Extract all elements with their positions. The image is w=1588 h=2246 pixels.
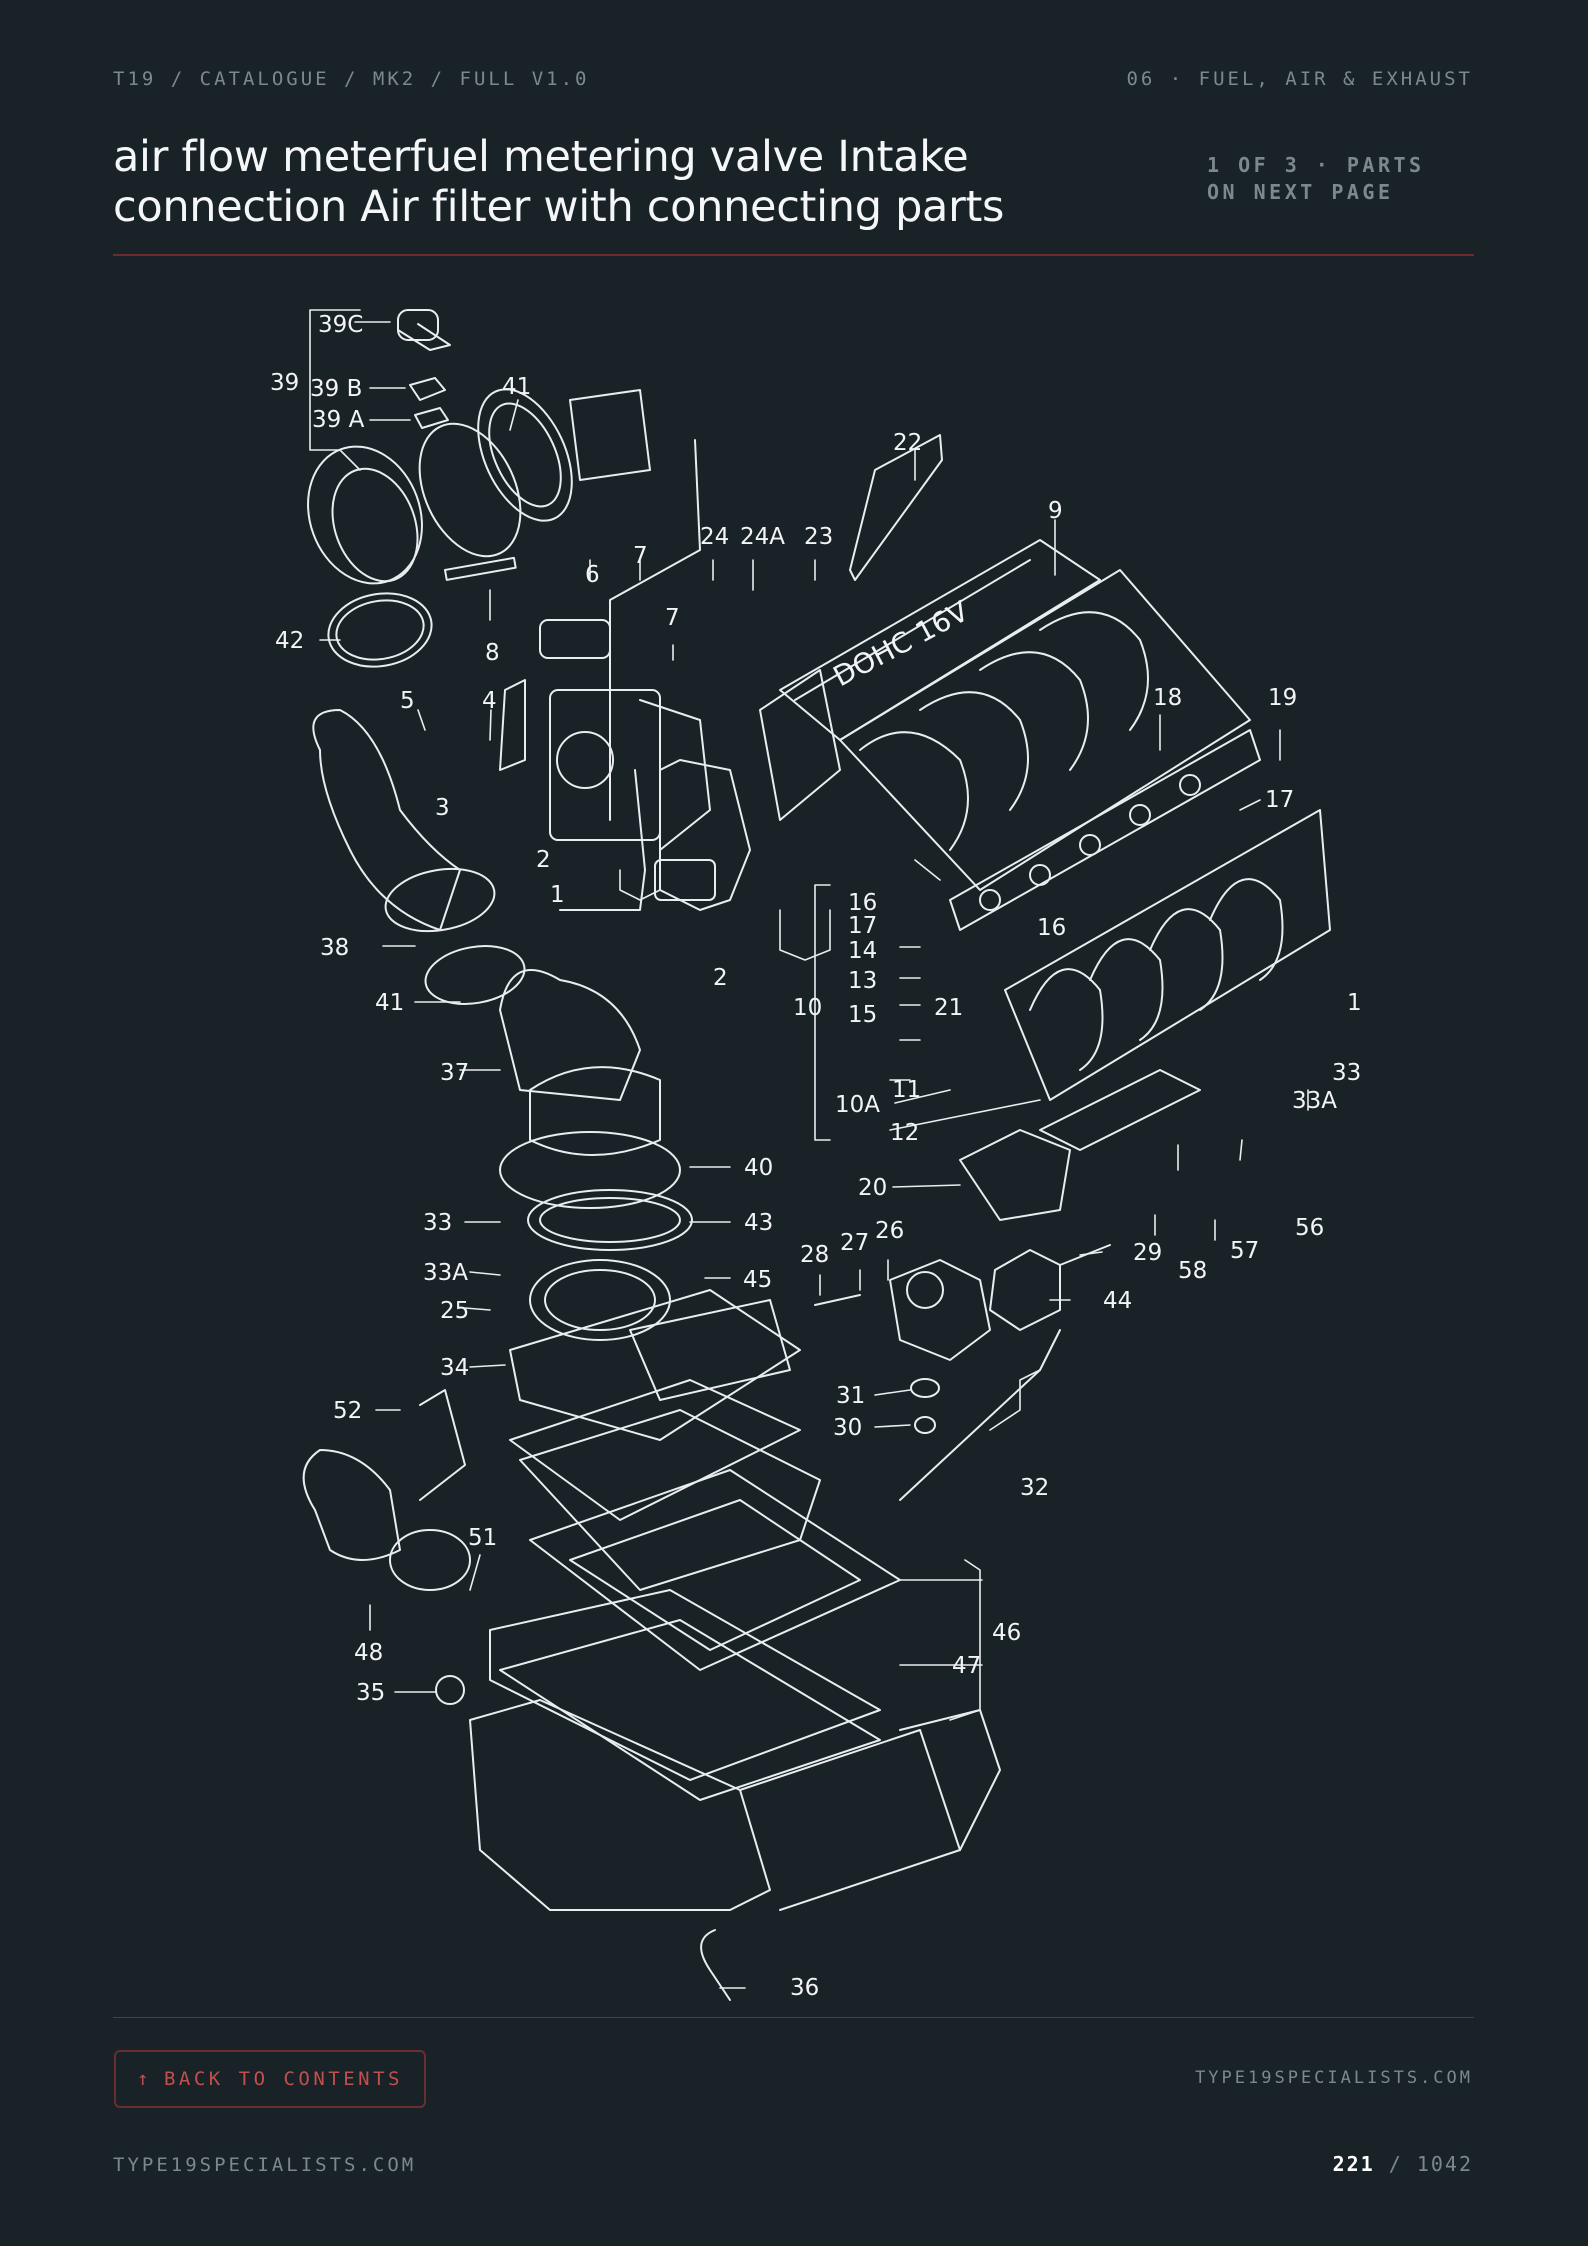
- callout-13: 13: [848, 968, 877, 994]
- callout-39a: 39 A: [312, 407, 365, 433]
- callout-37: 37: [440, 1060, 469, 1086]
- air-flow-meter-group: [307, 309, 701, 821]
- callout-56: 56: [1295, 1215, 1324, 1241]
- callout-39c: 39C: [318, 312, 363, 338]
- callout-28: 28: [800, 1242, 829, 1268]
- header-divider: [113, 254, 1474, 256]
- air-filter-group: [302, 709, 1001, 2001]
- callout-41: 41: [375, 990, 404, 1016]
- callout-16-right: 16: [1037, 915, 1066, 941]
- callout-40: 40: [744, 1155, 773, 1181]
- callout-14: 14: [848, 938, 877, 964]
- callout-6: 6: [585, 562, 600, 588]
- callout-26: 26: [875, 1218, 904, 1244]
- callout-2-a: 2: [536, 847, 551, 873]
- callout-18-top: 18: [1153, 685, 1182, 711]
- callout-30: 30: [833, 1415, 862, 1441]
- callout-10a: 10A: [835, 1092, 880, 1118]
- callout-1-b: 1: [1347, 990, 1362, 1016]
- callout-27: 27: [840, 1230, 869, 1256]
- callout-24a: 24A: [740, 524, 785, 550]
- callout-9: 9: [1048, 498, 1063, 524]
- site-link-right[interactable]: TYPE19SPECIALISTS.COM: [1195, 2068, 1473, 2088]
- footer-divider: [113, 2017, 1474, 2018]
- callout-42: 42: [275, 628, 304, 654]
- callout-33: 33: [423, 1210, 452, 1236]
- callout-17: 17: [848, 913, 877, 939]
- callout-35: 35: [356, 1680, 385, 1706]
- callout-16: 16: [848, 890, 877, 916]
- callout-43: 43: [744, 1210, 773, 1236]
- callout-29: 29: [1133, 1240, 1162, 1266]
- callout-17-right: 17: [1265, 787, 1294, 813]
- callout-45: 45: [743, 1267, 772, 1293]
- callout-51: 51: [468, 1525, 497, 1551]
- callout-24: 24: [700, 524, 729, 550]
- callout-10: 10: [793, 995, 822, 1021]
- page-counter: 221 / 1042: [1333, 2152, 1473, 2176]
- callout-44: 44: [1103, 1288, 1132, 1314]
- page-note: 1 OF 3 · PARTS ON NEXT PAGE: [1207, 153, 1425, 204]
- callout-5: 5: [400, 688, 415, 714]
- callout-41-top: 41: [502, 374, 531, 400]
- callout-58: 58: [1178, 1258, 1207, 1284]
- callout-3: 3: [435, 795, 450, 821]
- callout-47: 47: [952, 1653, 981, 1679]
- callout-33a: 33A: [423, 1260, 468, 1286]
- callout-19: 19: [1268, 685, 1297, 711]
- callout-36: 36: [790, 1975, 819, 2001]
- page-total: 1042: [1416, 2152, 1473, 2176]
- callout-labels: 39C 39 39 B 39 A 41 22 9 24 24A 23 6 7 8…: [270, 312, 1362, 2001]
- callout-33-right: 33: [1332, 1060, 1361, 1086]
- callout-7-a: 7: [633, 543, 648, 569]
- callout-32: 32: [1020, 1475, 1049, 1501]
- page-title: air flow meterfuel metering valve Intake…: [113, 132, 1005, 232]
- breadcrumb: T19 / CATALOGUE / MK2 / FULL V1.0: [113, 68, 590, 90]
- callout-46: 46: [992, 1620, 1021, 1646]
- callout-21: 21: [934, 995, 963, 1021]
- throttle-body-group: [499, 619, 751, 911]
- callout-39: 39: [270, 370, 299, 396]
- callout-57: 57: [1230, 1238, 1259, 1264]
- callout-11: 11: [892, 1077, 921, 1103]
- callout-25: 25: [440, 1298, 469, 1324]
- page-current: 221: [1332, 2152, 1375, 2176]
- callout-1-a: 1: [550, 882, 565, 908]
- intake-manifold-group: [759, 539, 1331, 1221]
- diagram-svg: 39C 39 39 B 39 A 41 22 9 24 24A 23 6 7 8…: [270, 309, 1362, 2001]
- callout-8: 8: [485, 640, 500, 666]
- callout-23: 23: [804, 524, 833, 550]
- callout-7-b: 7: [665, 605, 680, 631]
- back-to-contents-button[interactable]: ↑ BACK TO CONTENTS: [114, 2050, 426, 2108]
- callout-22: 22: [893, 430, 922, 456]
- back-to-contents-label: BACK TO CONTENTS: [163, 2068, 403, 2090]
- callout-52: 52: [333, 1398, 362, 1424]
- callout-15: 15: [848, 1002, 877, 1028]
- callout-31: 31: [836, 1383, 865, 1409]
- page-separator: /: [1388, 2152, 1403, 2176]
- callout-12: 12: [890, 1120, 919, 1146]
- callout-20: 20: [858, 1175, 887, 1201]
- callout-33a-right: 33A: [1292, 1088, 1337, 1114]
- callout-48: 48: [354, 1640, 383, 1666]
- callout-38: 38: [320, 935, 349, 961]
- section-label: 06 · FUEL, AIR & EXHAUST: [1126, 68, 1473, 90]
- arrow-up-icon: ↑: [137, 2068, 152, 2090]
- site-link-left[interactable]: TYPE19SPECIALISTS.COM: [113, 2154, 417, 2176]
- exploded-parts-diagram: 39C 39 39 B 39 A 41 22 9 24 24A 23 6 7 8…: [260, 290, 1370, 2022]
- callout-39b: 39 B: [310, 376, 362, 402]
- callout-2-b: 2: [713, 965, 728, 991]
- callout-34: 34: [440, 1355, 469, 1381]
- manifold-engraving: DOHC 16V: [828, 595, 974, 694]
- callout-4: 4: [482, 688, 497, 714]
- leader-lines: [309, 309, 1309, 1989]
